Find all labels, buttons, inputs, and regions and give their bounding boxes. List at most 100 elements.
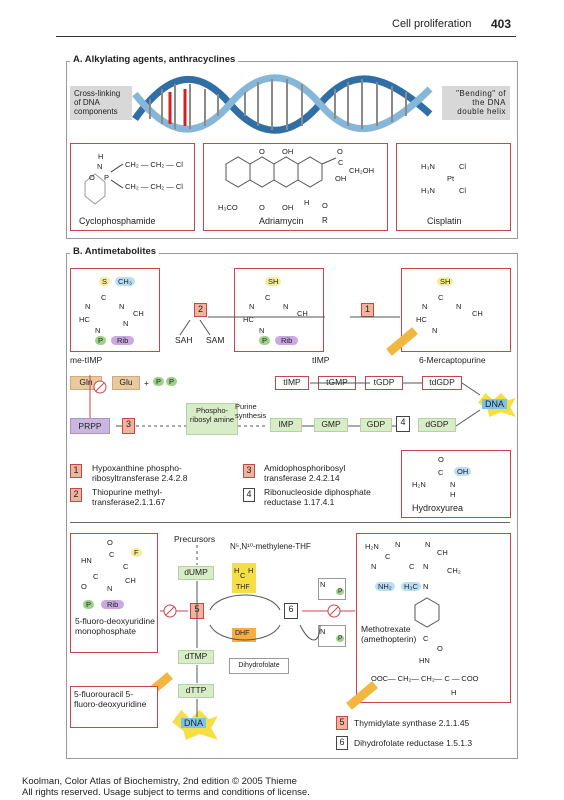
hu-oh: OH: [454, 467, 472, 476]
phosphoribosylamine-box: Phospho-ribosyl amine: [186, 403, 238, 435]
thf-h2: H: [248, 566, 254, 575]
bending-label: "Bending" of the DNA double helix: [456, 89, 506, 116]
adria-o-bottom: O: [259, 203, 265, 212]
me-timp-label: me-tIMP: [70, 355, 103, 365]
dump-box: dUMP: [178, 566, 214, 580]
legend-1-text: Hypoxanthine phospho-ribosyltransferase …: [92, 463, 188, 483]
timp-label: tIMP: [312, 355, 330, 365]
fluoro-dump-panel: O HN C F C C CH O N P Rib 5-fluoro-deoxy…: [70, 533, 158, 653]
adria-h3co: H₃CO: [218, 203, 238, 212]
cisplatin-panel: H₃N Cl Pt H₃N Cl Cisplatin: [396, 143, 511, 231]
p-circle-1: P: [153, 377, 165, 386]
mtx-nh2: NH₂: [375, 582, 395, 591]
footer-rights: All rights reserved. Usage subject to te…: [22, 787, 310, 798]
ff2-n: N: [320, 627, 326, 636]
mtx-n3: N: [371, 562, 377, 571]
mercaptopurine-label: 6-Mercaptopurine: [419, 355, 486, 365]
cis-h3n-1: H₃N: [421, 162, 435, 171]
cyclophosphamide-name: Cyclophosphamide: [79, 216, 156, 226]
purine-synthesis-label: Purine synthesis: [235, 402, 267, 420]
section-b-divider: [70, 522, 510, 523]
mp-sh: SH: [437, 277, 454, 286]
timp-p: P: [259, 336, 271, 345]
timp-n2: N: [283, 302, 289, 311]
dna-bottom-label: DNA: [181, 718, 207, 728]
fluorouracil-name: 5-fluorouracil 5-fluoro-deoxyuridine: [74, 689, 147, 709]
mtx-benzene: [414, 597, 440, 628]
footer-copyright: Koolman, Color Atlas of Biochemistry, 2n…: [22, 776, 297, 787]
sam-label: SAM: [206, 335, 225, 345]
methotrexate-panel: H₂N N N CH C N C N CH₂ NH₂ H₃C N Methotr…: [356, 533, 511, 703]
cisplatin-name: Cisplatin: [427, 216, 462, 226]
fdu-o-bottom: O: [81, 582, 87, 591]
timp-c: C: [265, 293, 271, 302]
mp-n1: N: [422, 302, 428, 311]
hu-c: C: [438, 468, 444, 477]
adriamycin-panel: O OH O C CH₂OH OH H₃CO O OH H O Adriamyc…: [203, 143, 388, 231]
methotrexate-name: Methotrexate (amethopterin): [361, 624, 417, 644]
section-b-frame: [66, 253, 518, 759]
adria-o-sugar: O: [322, 201, 328, 210]
cyclophosphamide-panel: H N O P CH₂ — CH₂ — Cl CH₂ — CH₂ — Cl Cy…: [70, 143, 195, 231]
legend-6-text: Dihydrofolate reductase 1.5.1.3: [354, 738, 473, 748]
hu-o: O: [438, 455, 444, 464]
me-timp-s: S: [99, 277, 111, 286]
mercaptopurine-panel: SH C N N CH HC N: [401, 268, 511, 352]
crosslink-label: Cross-linking of DNA components: [74, 89, 121, 116]
ff2-p: P: [336, 635, 345, 642]
me-timp-panel: S CH₃ C N N CH HC N N P Rib: [70, 268, 160, 352]
timp-rib: Rib: [275, 336, 299, 345]
dna-helix-illustration: [132, 74, 433, 134]
fdu-c1: C: [109, 550, 115, 559]
timp-ch: CH: [297, 309, 308, 318]
me-timp-n2: N: [119, 302, 125, 311]
dna-backbone: [132, 74, 433, 134]
ff1-n: N: [320, 580, 326, 589]
dtmp-box: dTMP: [178, 650, 214, 664]
legend-5-num: 5: [336, 716, 348, 730]
adria-h: H: [304, 198, 310, 207]
thf-c: C: [240, 571, 246, 580]
running-head: Cell proliferation: [392, 18, 472, 30]
dna-top-label: DNA: [482, 399, 508, 409]
plus-sign: +: [144, 378, 149, 388]
fluorouracil-panel: 5-fluorouracil 5-fluoro-deoxyuridine: [70, 686, 158, 728]
me-timp-n1: N: [85, 302, 91, 311]
dhf-structure: [232, 628, 256, 642]
timp-hc: HC: [243, 315, 254, 324]
fdu-c2: C: [123, 562, 129, 571]
mtx-n5: N: [423, 582, 429, 591]
mp-hc: HC: [416, 315, 427, 324]
adria-o-ketone: O: [337, 147, 343, 156]
hydroxyurea-name: Hydroxyurea: [412, 503, 464, 513]
legend-5-text: Thymidylate synthase 2.1.1.45: [354, 718, 470, 728]
mtx-chain: OOC— CH₂— CH₂— C — COO: [371, 674, 479, 683]
me-timp-ch: CH: [133, 309, 144, 318]
thf-label: THF: [236, 584, 250, 591]
cis-cl-1: Cl: [459, 162, 467, 171]
adriamycin-structure: [225, 156, 337, 188]
cyclo-chain-2: CH₂ — CH₂ — Cl: [125, 182, 183, 191]
fdu-rib: Rib: [101, 600, 125, 609]
adria-oh-top: OH: [282, 147, 294, 156]
hu-h: H: [450, 490, 456, 499]
fdu-c3: C: [93, 572, 99, 581]
mtx-n1: N: [395, 540, 401, 549]
fdu-p: P: [83, 600, 95, 609]
mtx-n2: N: [425, 540, 431, 549]
legend-2-num: 2: [70, 488, 82, 502]
me-timp-ch3: CH₃: [115, 277, 135, 286]
mp-c: C: [438, 293, 444, 302]
cyclo-o: O: [89, 173, 95, 182]
dna-base-pairs: [149, 79, 407, 130]
mtx-c1: C: [385, 552, 391, 561]
inhibition-symbol-purine: [93, 380, 107, 394]
cis-pt: Pt: [447, 174, 455, 183]
legend-1-num: 1: [70, 464, 82, 478]
enzyme-2-box: 2: [194, 303, 207, 317]
timp-n1: N: [249, 302, 255, 311]
me-timp-n3: N: [123, 319, 129, 328]
adria-oh-bottom: OH: [282, 203, 294, 212]
adriamycin-name: Adriamycin: [259, 216, 304, 226]
cyclophosphamide-structure: [84, 163, 124, 205]
